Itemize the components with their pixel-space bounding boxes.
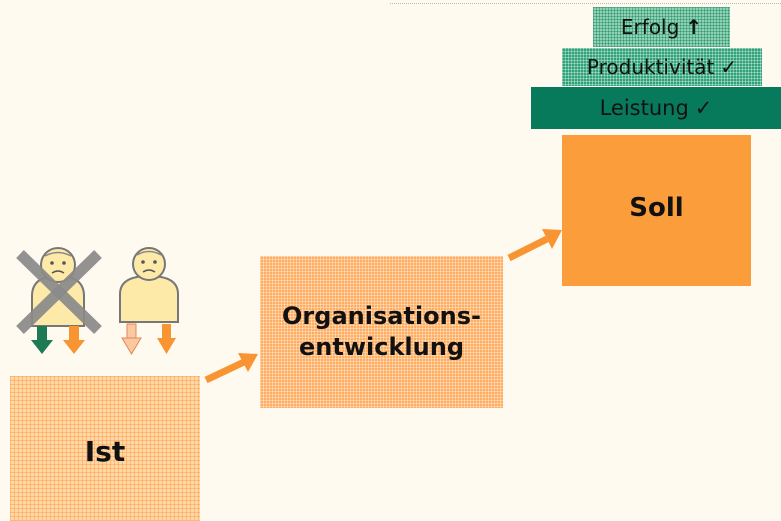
erfolg-label: Erfolg [620, 15, 680, 39]
produktivitaet-bar: Produktivität ✓ [562, 48, 762, 86]
ist-label: Ist [84, 435, 126, 468]
checkmark-icon: ✓ [694, 96, 713, 120]
soll-box: Soll [562, 135, 751, 286]
arrow-org-to-soll-icon [507, 229, 562, 262]
organisation-label-line1: Organisations- [282, 302, 481, 330]
checkmark-icon: ✓ [720, 55, 738, 79]
soll-label: Soll [629, 192, 684, 223]
produktivitaet-label: Produktivität [586, 55, 715, 79]
organisation-label-line2: entwicklung [299, 333, 464, 361]
crossed-out-person-icon [16, 247, 102, 354]
ist-box: Ist [10, 376, 200, 521]
organisationsentwicklung-box: Organisations- entwicklung [260, 256, 503, 408]
arrow-ist-to-org-icon [204, 353, 258, 384]
top-dotted-line [390, 3, 781, 4]
leistung-bar: Leistung ✓ [531, 87, 781, 129]
erfolg-bar: Erfolg ↑ [593, 7, 730, 47]
person-icon [119, 247, 179, 355]
leistung-label: Leistung [599, 96, 689, 120]
up-arrow-icon: ↑ [685, 15, 703, 39]
